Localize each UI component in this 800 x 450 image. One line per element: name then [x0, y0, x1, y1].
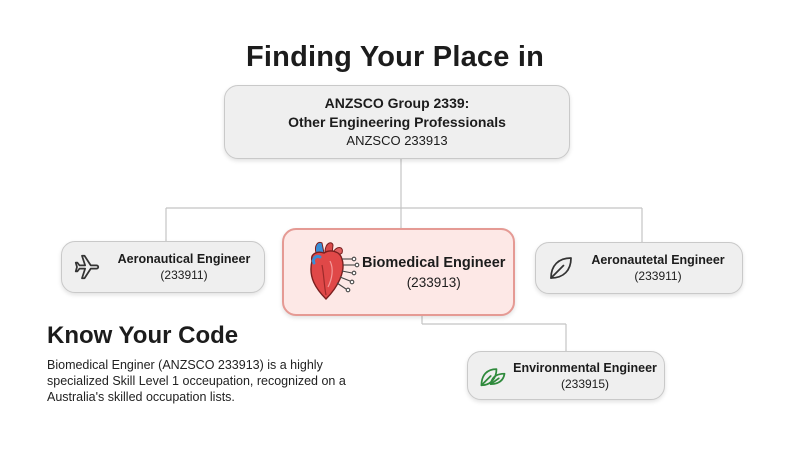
node-name: Biomedical Engineer [362, 254, 506, 271]
node-biomedical-engineer: Biomedical Engineer (233913) [282, 228, 515, 316]
node-aeronautical-engineer: Aeronautical Engineer (233911) [61, 241, 265, 293]
anatomical-heart-icon [300, 239, 362, 305]
node-aeronautical-engineer-right: Aeronautetal Engineer (233911) [535, 242, 743, 294]
node-code: (233913) [406, 274, 461, 290]
leaf-icon [544, 253, 578, 283]
node-name: Aeronautical Engineer [117, 252, 251, 266]
node-code: (233911) [634, 269, 682, 283]
node-name: Aeronautetal Engineer [591, 253, 725, 267]
know-your-code-heading: Know Your Code [47, 322, 239, 349]
node-environmental-engineer: Environmental Engineer (233915) [467, 351, 665, 400]
airplane-icon [70, 252, 104, 282]
node-name: Environmental Engineer [513, 360, 657, 375]
leaves-icon [476, 362, 510, 390]
root-group-name: Other Engineering Professionals [288, 114, 506, 130]
node-code: (233915) [560, 376, 610, 391]
root-group-box: ANZSCO Group 2339: Other Engineering Pro… [224, 85, 570, 159]
know-your-code-text: Biomedical Enginer (ANZSCO 233913) is a … [47, 358, 346, 404]
root-group-code: ANZSCO 233913 [346, 133, 448, 148]
node-code: (233911) [160, 268, 208, 282]
page-title: Finding Your Place in [246, 41, 544, 73]
root-group-line: ANZSCO Group 2339: [324, 95, 470, 111]
